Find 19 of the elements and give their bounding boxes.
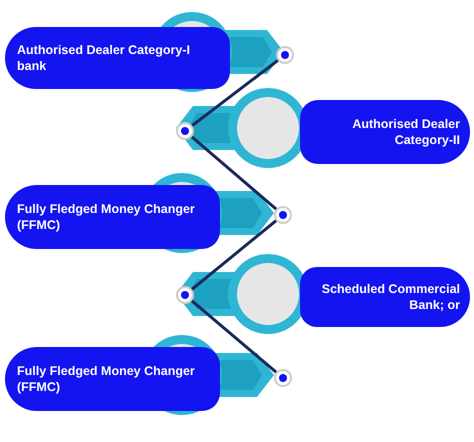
connector-line: [190, 300, 278, 374]
dot-marker: [176, 122, 194, 140]
label-box: [300, 267, 470, 327]
label-box: [300, 100, 470, 164]
dot-marker: [276, 46, 294, 64]
box-label: Fully Fledged Money Changer (FFMC): [17, 201, 196, 233]
connector-line: [191, 220, 277, 290]
dot-marker: [274, 369, 292, 387]
label-box: [5, 347, 220, 411]
connector-line: [191, 59, 279, 127]
dot-marker: [176, 286, 194, 304]
box-label: Fully Fledged Money Changer (FFMC): [17, 363, 196, 395]
label-box: [5, 185, 220, 249]
dot-marker: [274, 206, 292, 224]
connector-line: [190, 136, 278, 210]
box-label: Authorised Dealer Category-II: [351, 116, 460, 148]
box-label: Authorised Dealer Category-I bank: [17, 42, 191, 74]
label-box: [5, 27, 230, 89]
box-label: Scheduled Commercial Bank; or: [320, 281, 460, 313]
